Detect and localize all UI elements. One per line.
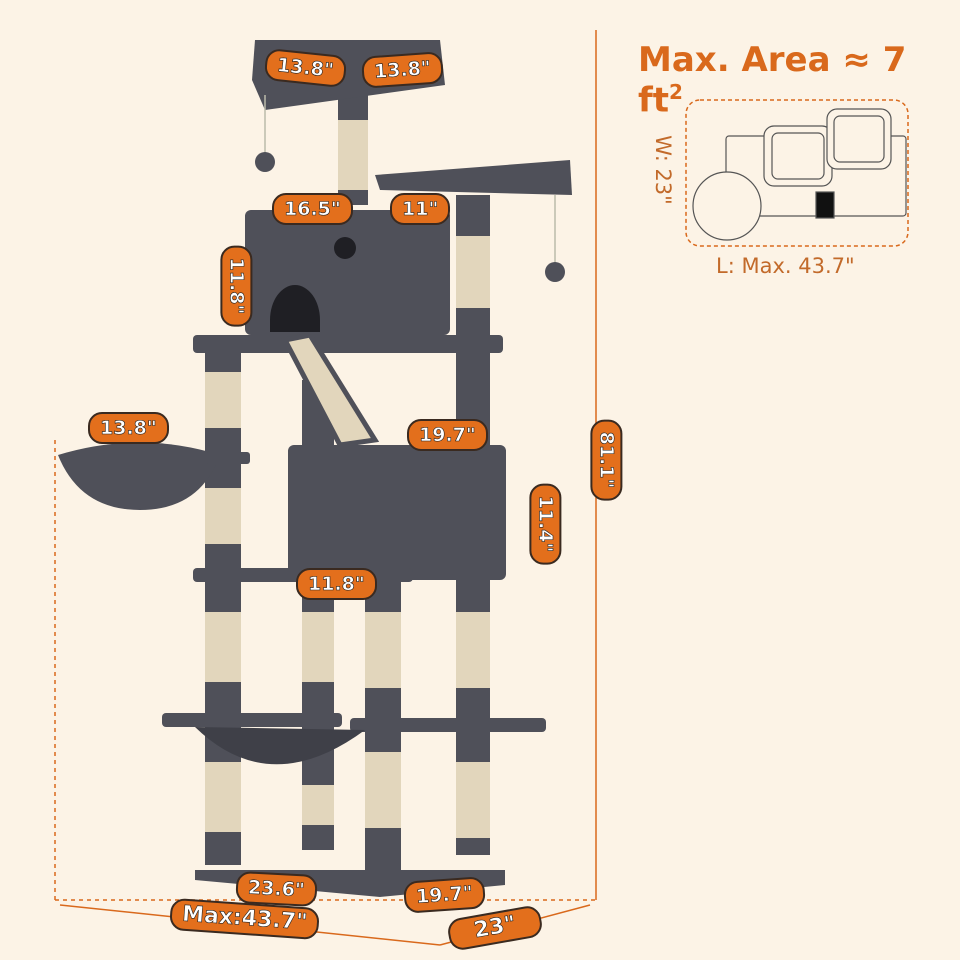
dim-lower-condo-depth: 11.8" [296,568,377,600]
cat-tree [58,40,572,897]
footprint-length-label: L: Max. 43.7" [716,254,855,278]
dim-total-height: 81.1" [590,419,623,501]
dim-top-perch-b: 13.8" [360,51,444,89]
dim-lower-condo-width: 19.7" [407,419,488,451]
dim-condo-height: 11.8" [220,245,253,327]
footprint-diagram [692,108,907,241]
max-area-title: Max. Area ≈ 7 ft2 [638,40,907,121]
dim-basket: 13.8" [88,412,169,444]
dim-base-depth: 19.7" [402,876,486,914]
footprint-width-label: W: 23" [650,135,675,205]
dim-side-perch: 11" [390,193,451,225]
dim-base-length: 23.6" [235,870,318,908]
dim-condo-width: 16.5" [272,193,353,225]
footprint-outline [685,99,909,247]
dim-lower-condo-height: 11.4" [529,483,562,565]
